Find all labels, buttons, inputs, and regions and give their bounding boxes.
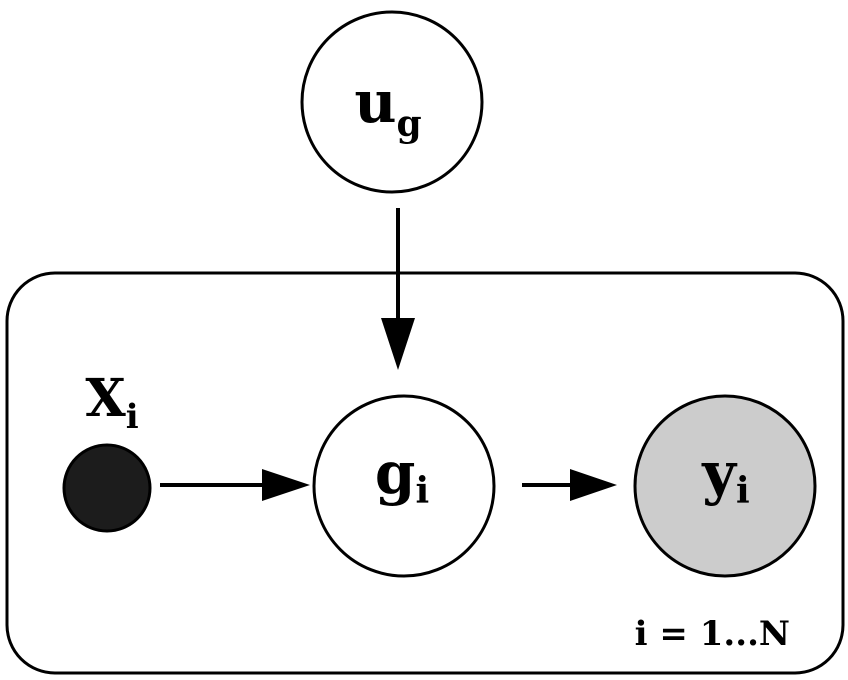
edge-ug-to-g: [381, 208, 415, 370]
node-ug: ug: [300, 10, 484, 194]
node-g-circle: [312, 394, 496, 578]
node-y-label: yi: [701, 439, 749, 512]
node-x-label: Xi: [85, 368, 138, 437]
arrowhead-icon: [570, 469, 617, 501]
arrowhead-icon: [381, 318, 415, 370]
node-g-subscript: i: [415, 470, 429, 512]
node-x-circle: [62, 443, 152, 533]
node-y-subscript: i: [736, 470, 750, 512]
node-ug-subscript: g: [397, 103, 422, 145]
node-x: Xi: [62, 368, 152, 533]
node-x-subscript: i: [126, 397, 139, 437]
plate-label: i = 1...N: [635, 614, 790, 654]
node-x-main: X: [85, 368, 126, 429]
edge-g-to-y: [522, 469, 617, 501]
node-ug-main: u: [354, 68, 396, 136]
node-ug-label: ug: [354, 68, 421, 145]
node-g-main: g: [375, 439, 416, 507]
node-y-main: y: [701, 439, 738, 507]
node-ug-circle: [300, 10, 484, 194]
node-g-label: gi: [375, 439, 429, 512]
node-y: yi: [633, 394, 817, 578]
node-g: gi: [312, 394, 496, 578]
plate: [5, 271, 845, 675]
node-y-circle: [633, 394, 817, 578]
arrowhead-icon: [262, 469, 310, 501]
edge-x-to-g: [160, 469, 310, 501]
